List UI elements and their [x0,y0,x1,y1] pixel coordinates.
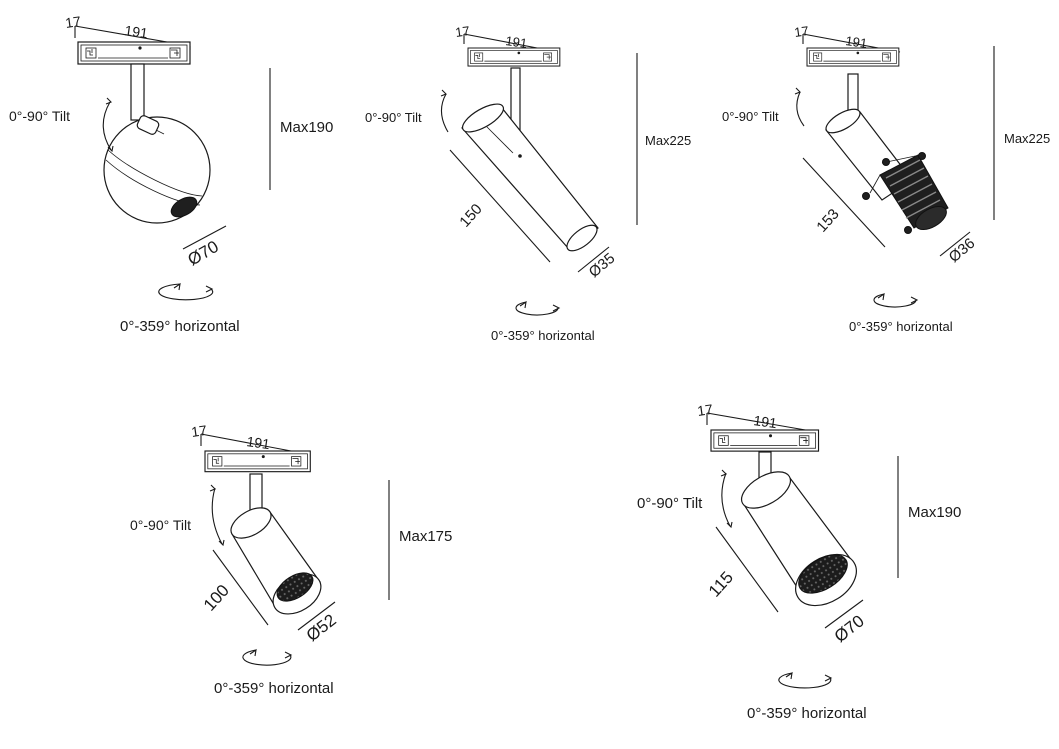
ball-head [103,115,211,224]
tilt-arrow-icon [102,101,112,151]
slim-head [461,103,599,252]
rotation-arrow-icon [778,671,833,689]
diameter-label: Ø36 [946,235,979,266]
length-label: 115 [705,568,737,601]
diameter-line [297,601,336,631]
length-line [212,549,269,626]
rail-length-label: 191 [845,33,869,51]
tilt-label: 0°-90° Tilt [9,108,70,124]
rail-depth-label: 17 [793,23,809,40]
zoom-head [825,108,949,234]
diameter-label: Ø52 [303,610,340,645]
height-label: Max190 [280,119,333,136]
dimension-rail-length [706,412,818,433]
tilt-arrow-icon [796,91,805,127]
length-line [715,526,779,613]
rotation-arrow-icon [515,300,561,316]
height-label: Max225 [1004,131,1050,146]
rotation-label: 0°-359° horizontal [849,319,953,334]
diameter-line [182,225,227,250]
diameter-line [939,231,971,257]
fixture-large-cylinder: 17 191 0°-90° Tilt Max190 115 Ø70 0°-359… [637,401,961,722]
height-label: Max175 [399,528,452,545]
length-label: 153 [813,206,842,236]
tilt-arrow-icon [211,487,223,545]
small-cylinder-head [230,507,322,615]
rail-length-label: 191 [753,412,779,431]
length-label: 150 [456,201,485,231]
fixture-small-cylinder: 17 191 0°-90° Tilt Max175 100 Ø52 0°-359… [130,422,452,697]
rail-depth-label: 17 [64,13,82,31]
fixture-ball: 17 191 0°-90° Tilt Max190 Ø70 0°-359° ho… [9,13,333,335]
tilt-label: 0°-90° Tilt [722,109,779,124]
height-label: Max225 [645,133,691,148]
track-adapter [806,47,900,67]
tilt-arrow-icon [440,93,449,133]
rotation-arrow-icon [242,648,293,666]
rotation-arrow-icon [158,282,214,301]
rail-length-label: 191 [246,433,272,452]
rail-depth-label: 17 [696,401,714,419]
length-line [449,149,551,263]
rotation-arrow-icon [873,292,919,308]
length-line [802,157,886,248]
tilt-arrow-icon [721,472,731,527]
length-label: 100 [200,581,233,615]
large-cylinder-head [740,471,857,607]
tilt-label: 0°-90° Tilt [130,517,191,533]
track-adapter [204,450,311,473]
rotation-label: 0°-359° horizontal [120,318,240,335]
rail-length-label: 191 [124,22,150,41]
fixture-slim: 17 191 0°-90° Tilt Max225 150 Ø35 0°-359… [365,23,691,343]
rotation-label: 0°-359° horizontal [491,328,595,343]
fixture-zoom: 17 191 0°-90° Tilt Max225 153 Ø36 [722,23,1050,334]
height-label: Max190 [908,504,961,521]
rotation-label: 0°-359° horizontal [214,680,334,697]
diameter-label: Ø70 [185,237,222,270]
rail-depth-label: 17 [454,23,470,40]
diameter-label: Ø70 [831,611,868,646]
track-adapter [77,41,191,65]
tilt-label: 0°-90° Tilt [365,110,422,125]
stem [847,73,859,115]
rail-depth-label: 17 [190,422,208,440]
stem [130,63,145,121]
diameter-line [824,599,864,629]
tilt-label: 0°-90° Tilt [637,495,703,512]
rail-length-label: 191 [505,33,529,51]
track-adapter [467,47,561,67]
diameter-label: Ø35 [586,250,619,281]
diameter-line [577,246,610,273]
rotation-label: 0°-359° horizontal [747,705,867,722]
track-adapter [710,429,820,452]
